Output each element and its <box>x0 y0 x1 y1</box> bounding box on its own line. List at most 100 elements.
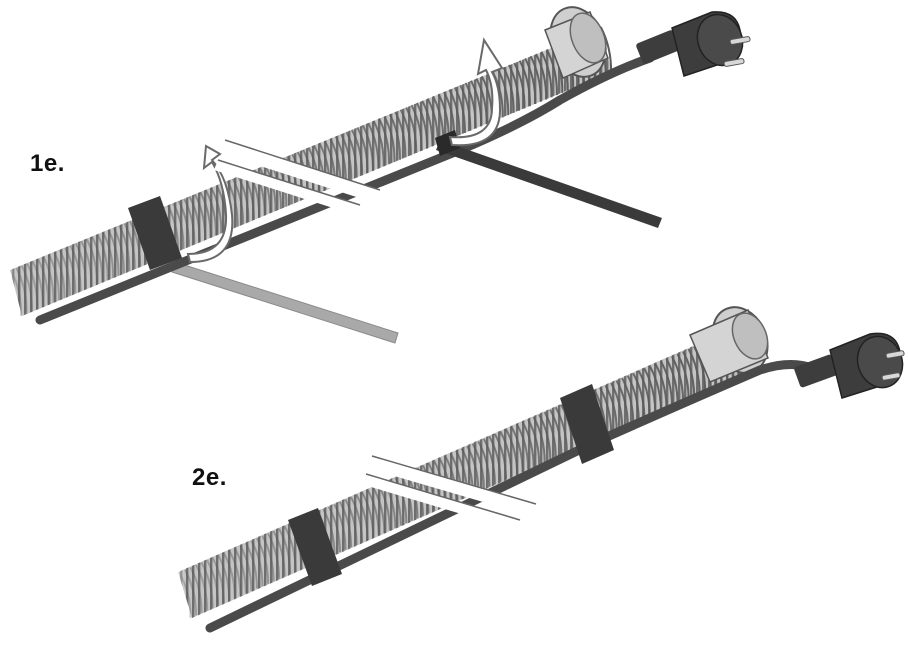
pipe-rib <box>333 503 347 550</box>
pipe-rib <box>513 62 526 109</box>
pipe-end-cap <box>544 6 609 80</box>
pipe-rib <box>322 508 336 555</box>
pipe-rib <box>521 421 535 468</box>
power-plug-icon <box>636 11 751 77</box>
pipe-rib <box>383 115 396 163</box>
power-plug-icon <box>794 332 905 399</box>
pipe-rib <box>632 372 646 419</box>
pipe-rib <box>366 489 380 536</box>
pipe-rib <box>194 193 207 241</box>
pipe-rib <box>615 380 629 426</box>
pipe-rib <box>599 387 613 434</box>
pipe-rib <box>482 438 496 485</box>
pipe-rib <box>527 418 541 465</box>
pipe-rib <box>499 431 513 477</box>
pipe-rib <box>524 57 537 105</box>
pipe-rib <box>399 109 412 156</box>
pipe-rib <box>226 180 239 227</box>
pipe-rib <box>378 118 391 165</box>
pipe-rib <box>648 365 662 412</box>
pipe-rib <box>313 144 326 191</box>
pipe-rib <box>183 198 196 245</box>
pipe-rib <box>540 51 553 98</box>
pipe-rib <box>372 120 385 167</box>
pipe-rib <box>502 66 515 113</box>
cable-tie-tail-light <box>171 261 399 344</box>
pipe-rib <box>453 86 466 134</box>
pipe-rib <box>604 384 618 431</box>
step-label-2: 2e. <box>192 464 227 491</box>
pipe-rib <box>410 104 423 151</box>
pipe-rib <box>199 191 212 238</box>
pipe-rib <box>671 355 685 402</box>
pipe-rib <box>621 377 635 424</box>
cable-tie-tail-dark <box>436 140 662 228</box>
pipe-rib <box>188 196 201 243</box>
pipe-rib <box>518 60 531 107</box>
pipe-rib <box>340 133 353 180</box>
pipe-rib <box>283 525 297 572</box>
pipe-rib <box>687 348 701 395</box>
break-mark <box>214 139 381 215</box>
pipe-rib <box>361 491 375 538</box>
pipe-rib <box>259 167 272 214</box>
pipe-rib <box>448 89 461 136</box>
pipe-rib <box>394 111 407 158</box>
pipe-rib <box>494 433 507 480</box>
pipe-rib <box>204 189 217 236</box>
pipe-rib <box>543 411 557 458</box>
pipe-rib <box>637 370 651 417</box>
pipe-rib <box>497 69 510 116</box>
pipe-rib <box>344 499 358 545</box>
cable-tie-band <box>288 508 342 586</box>
pipe-rib <box>464 82 477 129</box>
heating-cable <box>205 360 817 633</box>
pipe-rib <box>444 455 458 502</box>
pipe-rib <box>372 486 386 533</box>
pipe-rib <box>471 443 485 490</box>
pipe-rib <box>327 506 341 553</box>
pipe-rib <box>554 406 568 453</box>
pipe-rib <box>177 200 190 247</box>
pipe-rib <box>422 465 436 511</box>
pipe-rib <box>538 414 552 460</box>
pipe-rib <box>532 416 546 463</box>
pipe-rib <box>367 122 380 169</box>
step-1-illustration <box>0 6 751 360</box>
cable-tie-band <box>560 384 614 464</box>
step-2-illustration <box>170 306 905 646</box>
pipe-rib <box>350 496 364 543</box>
pipe-rib <box>665 358 679 405</box>
pipe-rib <box>676 353 690 400</box>
pipe-rib <box>421 100 434 147</box>
pipe-rib <box>129 220 142 267</box>
pipe-rib <box>416 102 429 149</box>
pipe-rib <box>682 351 696 397</box>
pipe-rib <box>660 360 673 407</box>
pipe-rib <box>475 78 488 125</box>
pipe-rib <box>388 113 402 160</box>
pipe-rib <box>356 127 369 174</box>
pipe-rib <box>210 187 223 234</box>
step-label-1: 1e. <box>30 150 65 177</box>
pipe-rib <box>459 84 472 131</box>
pipe-end-cap <box>689 306 769 383</box>
pipe-rib <box>643 367 657 414</box>
pipe-rib <box>123 222 136 270</box>
pipe-rib <box>549 409 563 456</box>
pipe-rib <box>172 202 185 249</box>
cable-tie-band-light <box>128 196 182 270</box>
pipe-rib <box>394 477 408 524</box>
pipe-rib <box>508 64 521 111</box>
pipe-rib <box>237 176 250 223</box>
pipe-rib <box>516 423 530 470</box>
pipe-rib <box>626 375 640 422</box>
pipe-rib <box>405 107 418 154</box>
pipe-rib <box>529 55 542 102</box>
pipe-rib <box>477 440 491 487</box>
pipe-rib <box>488 435 502 482</box>
pipe-rib <box>545 49 558 96</box>
rotation-arrow-left <box>186 144 234 264</box>
